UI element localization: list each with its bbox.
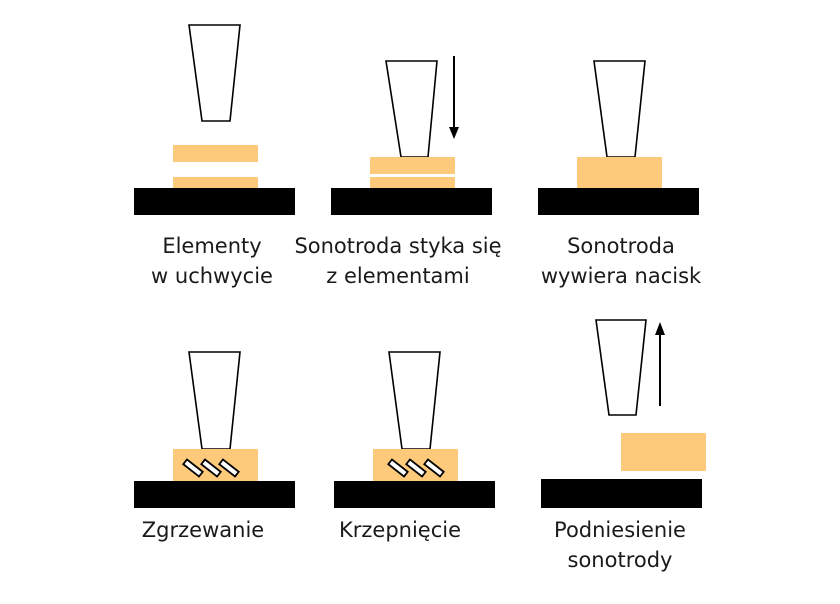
step-6-caption: Podniesienie sonotrody [490,515,750,575]
step-2-panel [331,56,492,215]
caption-line: Krzepnięcie [338,518,462,542]
workpiece-merged [577,157,662,193]
fixture-base [134,481,295,508]
vibration-marks [182,458,240,478]
step-5-caption: Krzepnięcie [270,515,530,545]
sonotrode [188,24,241,122]
caption-line: Podniesienie [554,518,686,542]
fixture-base [541,479,702,508]
caption-line: Zgrzewanie [141,518,265,542]
workpiece-top [370,157,455,174]
caption-line: Elementy [162,234,262,258]
step-1-panel [134,24,295,215]
fixture-base [134,188,295,215]
caption-line: Sonotroda styka się [294,234,502,258]
sonotrode [385,60,438,158]
step-2-caption: Sonotroda styka się z elementami [268,231,528,291]
workpiece-top [173,145,258,162]
caption-line: Sonotroda [567,234,675,258]
caption-line: sonotrody [567,548,673,572]
fixture-base [331,188,492,215]
vibration-marks [387,458,445,478]
workpiece-welded [621,433,706,471]
step-3-caption: Sonotroda wywiera nacisk [491,231,751,291]
down-arrow-head [449,127,459,139]
step-1-caption: Elementy w uchwycie [82,231,342,291]
sonotrode [188,351,241,450]
fixture-base [334,481,495,508]
fixture-base [538,188,699,215]
step-6-panel [541,319,706,508]
caption-line: wywiera nacisk [540,264,702,288]
sonotrode [593,60,646,158]
step-5-panel [334,351,495,508]
step-3-panel [538,60,699,215]
step-4-caption: Zgrzewanie [73,515,333,545]
up-arrow-head [655,322,665,335]
sonotrode [388,351,441,450]
sonotrode [595,319,647,416]
caption-line: z elementami [326,264,470,288]
caption-line: w uchwycie [151,264,273,288]
step-4-panel [134,351,295,508]
